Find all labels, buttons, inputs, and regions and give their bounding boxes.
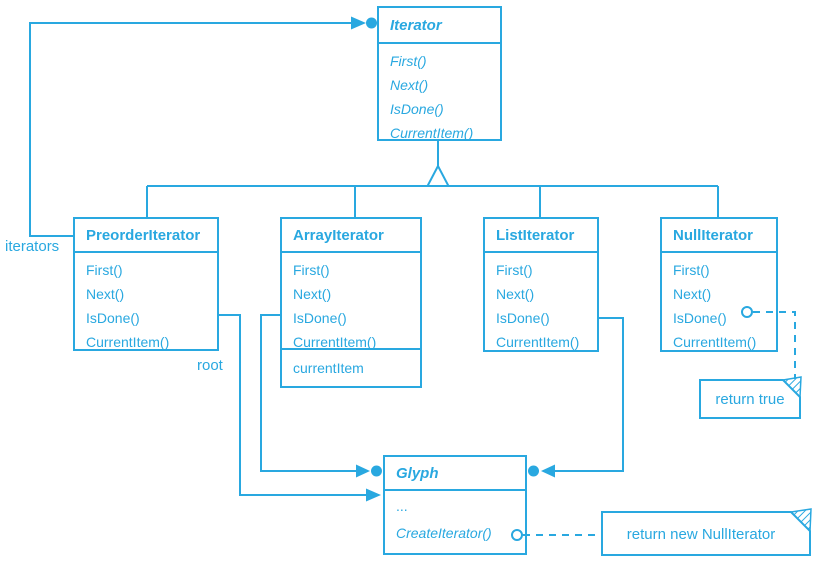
attribute-currentitem: currentItem (293, 360, 364, 376)
class-box-iterator: Iterator First() Next() IsDone() Current… (377, 6, 502, 141)
method-ellipsis: ... (396, 498, 408, 514)
many-ball-icon-listiterator-glyph (528, 465, 539, 477)
method-list-nulliterator: First() Next() IsDone() CurrentItem() (662, 253, 776, 354)
method-currentitem: CurrentItem() (496, 334, 580, 350)
method-next: Next() (673, 286, 712, 302)
method-currentitem: CurrentItem() (86, 334, 170, 350)
generalization-triangle-icon (425, 163, 451, 187)
class-title-preorderiterator: PreorderIterator (75, 219, 217, 253)
class-title-iterator: Iterator (379, 8, 500, 44)
class-box-nulliterator: NullIterator First() Next() IsDone() Cur… (660, 217, 778, 352)
class-box-arrayiterator: ArrayIterator First() Next() IsDone() Cu… (280, 217, 422, 388)
class-box-preorderiterator: PreorderIterator First() Next() IsDone()… (73, 217, 219, 351)
method-createiterator: CreateIterator() (396, 525, 492, 541)
method-first: First() (496, 262, 533, 278)
method-isdone: IsDone() (390, 101, 444, 117)
method-isdone: IsDone() (673, 310, 727, 326)
method-isdone: IsDone() (496, 310, 550, 326)
aggregation-line-iterators (29, 22, 351, 237)
arrowhead-icon-arrayiterator-glyph (356, 464, 370, 478)
class-title-glyph: Glyph (385, 457, 525, 491)
edge-label-iterators: iterators (5, 238, 60, 255)
method-list-iterator: First() Next() IsDone() CurrentItem() (379, 44, 500, 145)
arrowhead-icon-iterators (351, 16, 366, 30)
many-ball-icon-iterators (366, 17, 377, 29)
method-isdone: IsDone() (293, 310, 347, 326)
note-text-return-true: return true (715, 390, 785, 408)
method-list-listiterator: First() Next() IsDone() CurrentItem() (485, 253, 597, 354)
note-text-return-new-nulliterator: return new NullIterator (626, 526, 776, 543)
method-list-preorderiterator: First() Next() IsDone() CurrentItem() (75, 253, 217, 354)
method-first: First() (390, 53, 427, 69)
class-box-listiterator: ListIterator First() Next() IsDone() Cur… (483, 217, 599, 352)
many-ball-icon-arrayiterator-glyph (371, 465, 382, 477)
method-next: Next() (390, 77, 429, 93)
method-first: First() (673, 262, 710, 278)
method-currentitem: CurrentItem() (673, 334, 757, 350)
method-next: Next() (293, 286, 332, 302)
method-next: Next() (496, 286, 535, 302)
method-first: First() (293, 262, 330, 278)
method-list-glyph: ... CreateIterator() (385, 491, 525, 547)
arrowhead-icon-listiterator-glyph (541, 464, 555, 478)
arrowhead-icon-root (366, 488, 381, 502)
class-box-glyph: Glyph ... CreateIterator() (383, 455, 527, 555)
class-title-arrayiterator: ArrayIterator (282, 219, 420, 253)
class-title-listiterator: ListIterator (485, 219, 597, 253)
method-next: Next() (86, 286, 125, 302)
method-currentitem: CurrentItem() (390, 125, 474, 141)
method-list-arrayiterator: First() Next() IsDone() CurrentItem() (282, 253, 420, 350)
method-first: First() (86, 262, 123, 278)
class-title-nulliterator: NullIterator (662, 219, 776, 253)
edge-label-root: root (197, 357, 223, 374)
method-isdone: IsDone() (86, 310, 140, 326)
